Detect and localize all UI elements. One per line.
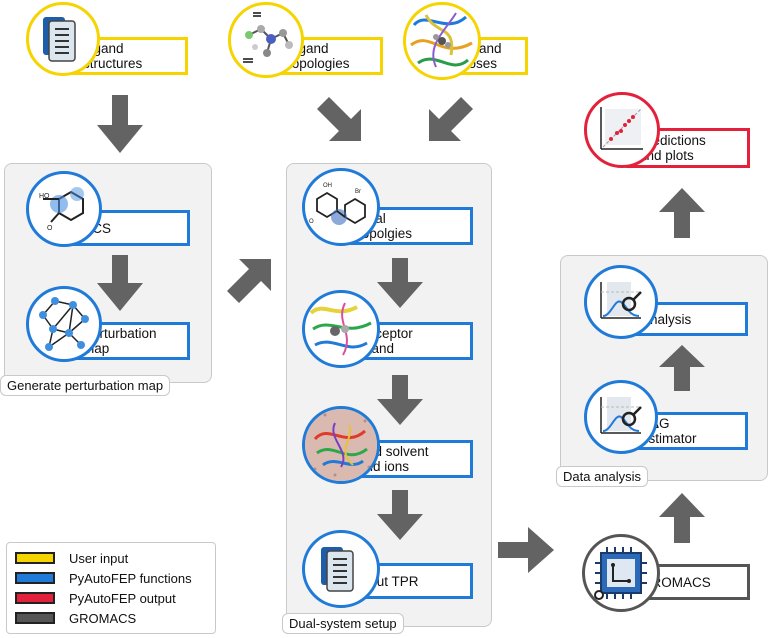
solvated-box-icon — [302, 406, 380, 484]
network-graph-icon — [26, 286, 102, 362]
arrow-map-to-setup — [227, 259, 271, 303]
arrow-analysis-to-predictions — [659, 188, 705, 238]
dual-molecule-icon: OH Br O — [302, 168, 380, 246]
estimator-plot-icon — [584, 380, 658, 454]
legend-swatch-yellow — [15, 552, 55, 564]
legend-item-pyautofep-output: PyAutoFEP output — [15, 589, 176, 607]
protein-pose-icon — [403, 2, 481, 80]
legend-item-pyautofep-functions: PyAutoFEP functions — [15, 569, 192, 587]
arrow-tpr-to-gromacs — [498, 527, 554, 573]
svg-text:O: O — [47, 225, 53, 232]
arrow-dual-to-receptor — [377, 258, 423, 308]
receptor-structure-icon — [302, 290, 380, 368]
legend-swatch-gray — [15, 612, 55, 624]
arrow-solvent-to-tpr — [377, 490, 423, 540]
svg-text:O: O — [309, 219, 314, 225]
arrow-receptor-to-solvent — [377, 375, 423, 425]
arrow-topologies-to-dual — [317, 97, 361, 141]
arrow-structures-to-mcs — [97, 95, 143, 153]
legend-swatch-red — [15, 592, 55, 604]
generate-map-title: Generate perturbation map — [0, 375, 171, 396]
legend-item-gromacs: GROMACS — [15, 609, 136, 627]
data-analysis-title: Data analysis — [556, 466, 649, 487]
svg-text:OH: OH — [323, 183, 332, 189]
dual-setup-title: Dual-system setup — [282, 613, 404, 634]
chip-icon — [582, 534, 660, 612]
arrow-ddg-to-analysis — [659, 345, 705, 391]
graph-svg — [39, 297, 89, 351]
analysis-plot-icon — [584, 265, 658, 339]
arrow-mcs-to-map — [97, 255, 143, 311]
tpr-document-icon — [302, 530, 380, 608]
arrow-poses-to-dual — [429, 97, 473, 141]
arrow-gromacs-to-ddg — [659, 493, 705, 543]
molecule-topology-icon — [228, 2, 304, 78]
svg-text:Br: Br — [355, 189, 361, 195]
legend: User input PyAutoFEP functions PyAutoFEP… — [6, 542, 216, 634]
mcs-molecule-icon: HO O — [26, 171, 102, 247]
legend-item-user-input: User input — [15, 549, 128, 567]
document-icon — [26, 2, 100, 76]
scatter-plot-icon — [584, 92, 660, 168]
svg-text:HO: HO — [39, 193, 50, 200]
legend-swatch-blue — [15, 572, 55, 584]
